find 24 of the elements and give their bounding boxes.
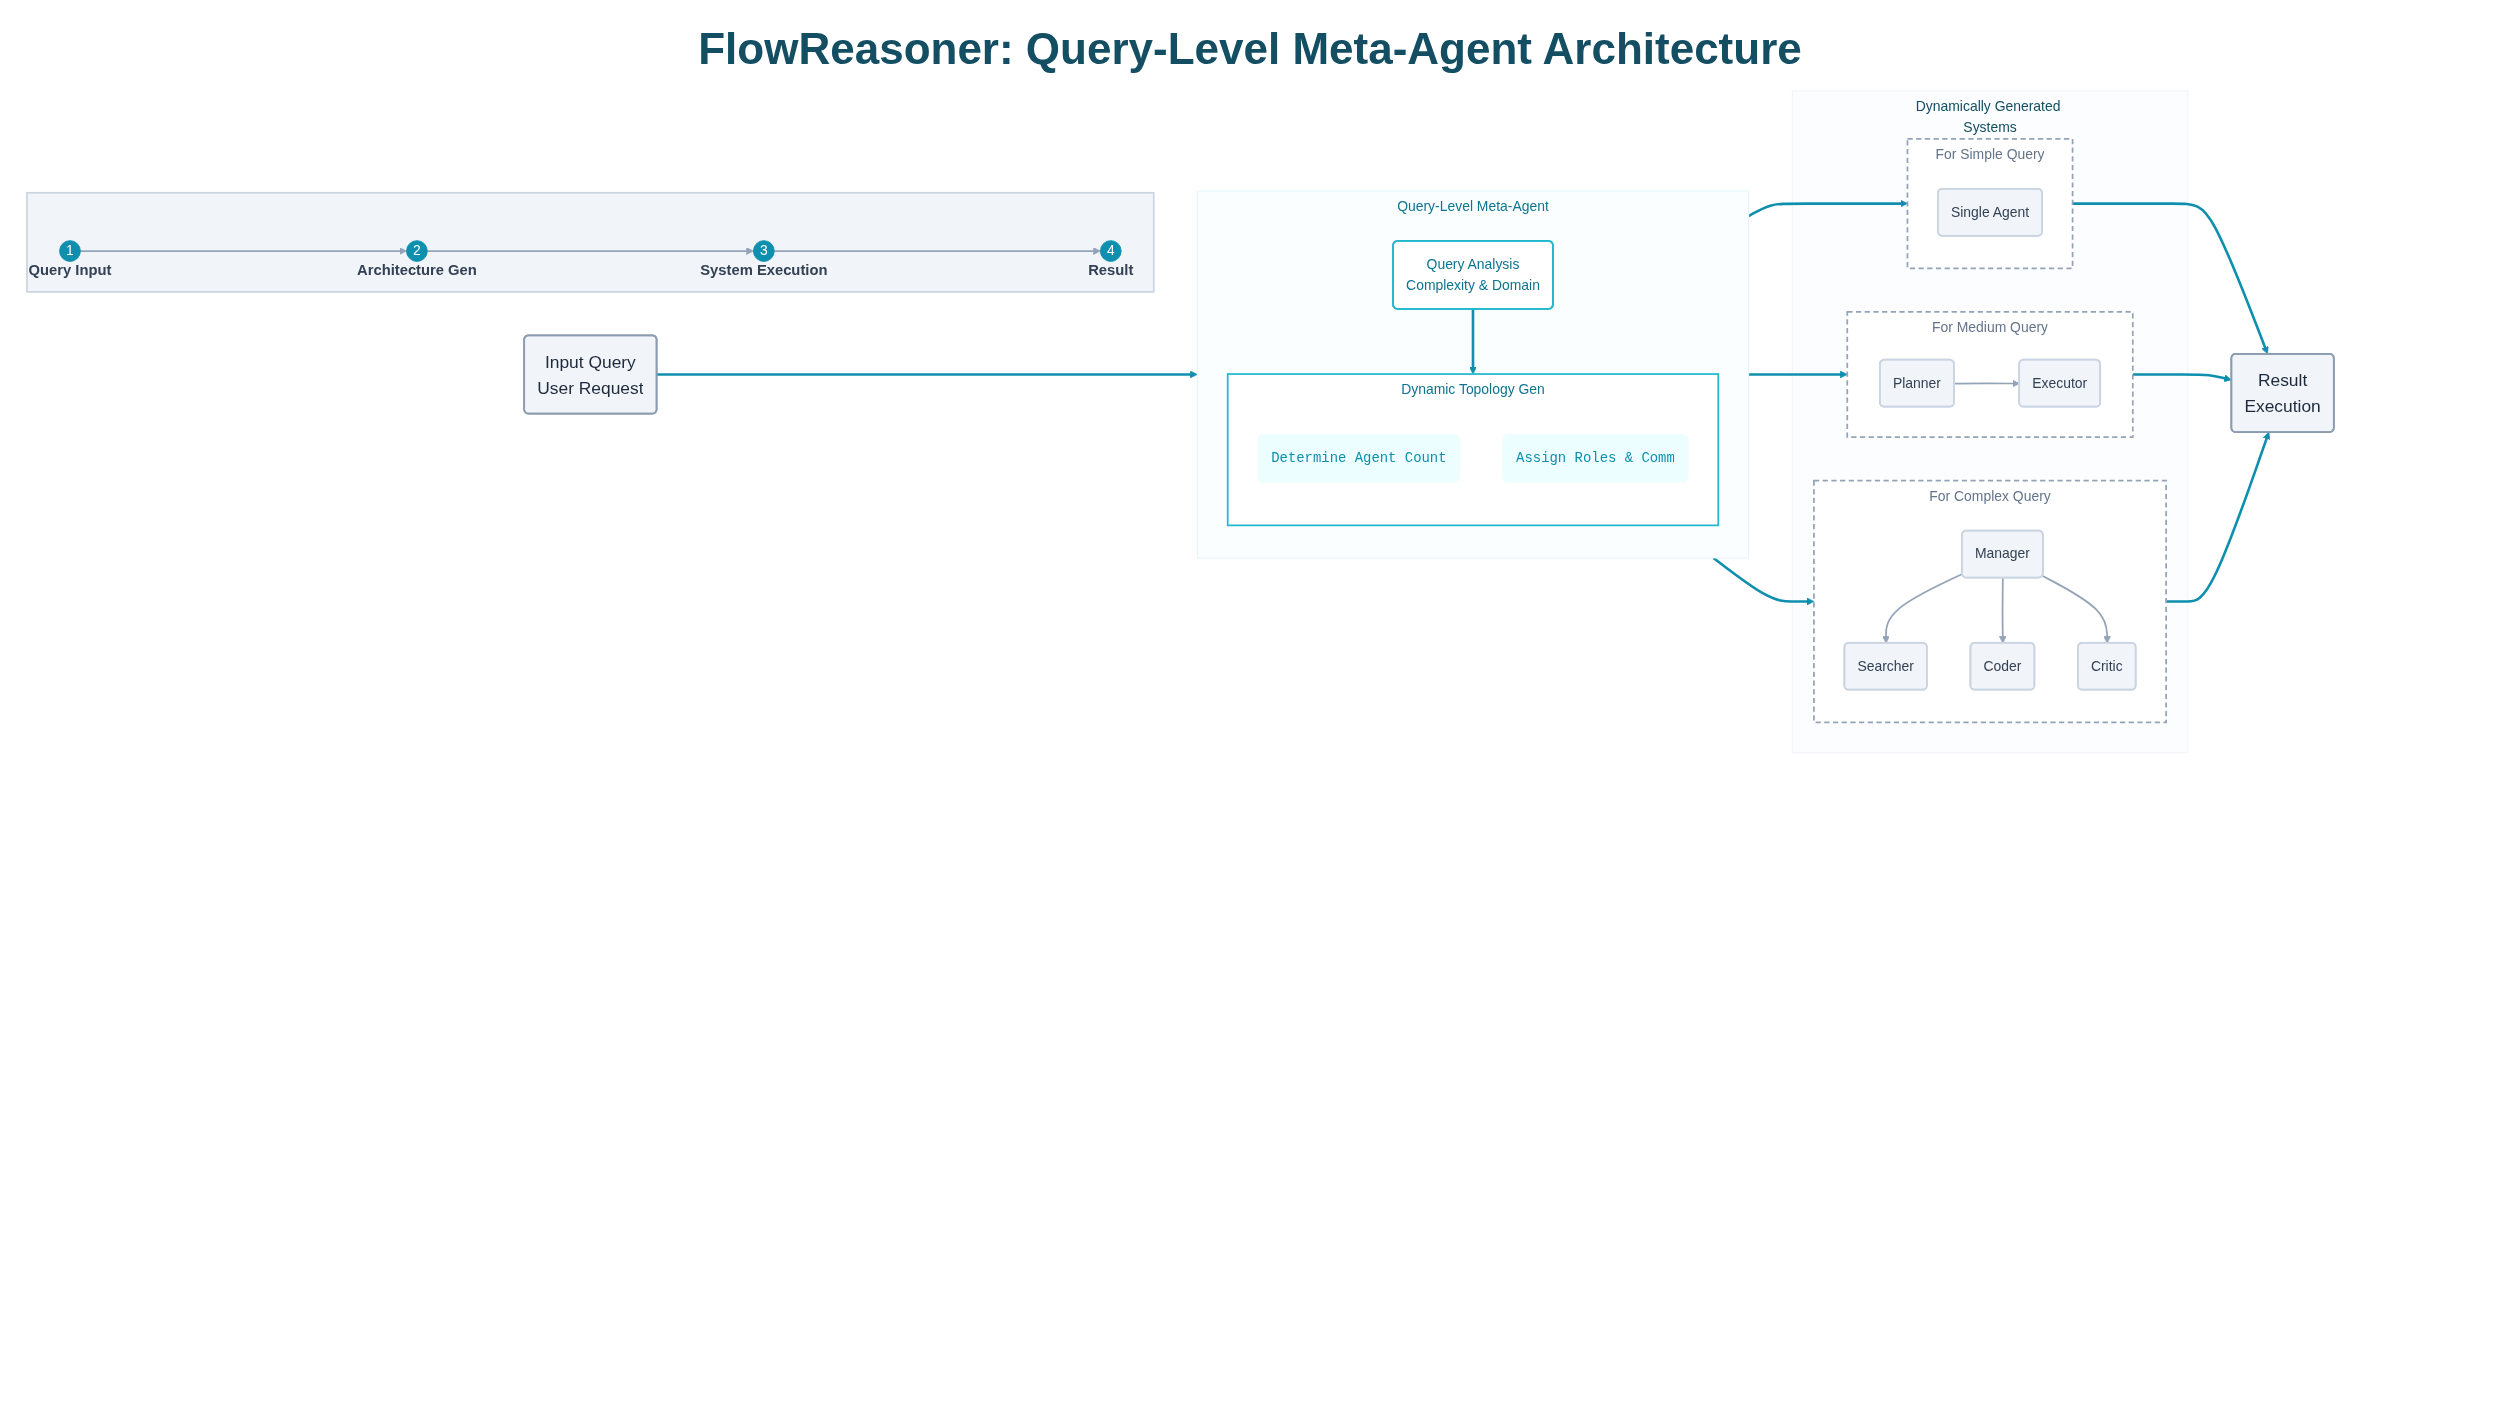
cluster [26, 191, 1155, 293]
arrow [1882, 573, 1964, 644]
arrow [426, 247, 754, 255]
arrow [1748, 370, 1848, 379]
node-circle: 4 [1099, 240, 1122, 262]
step-label: Result [1088, 262, 1134, 279]
step-label: Architecture Gen [357, 262, 477, 279]
arrow [1998, 577, 2007, 644]
arrow [2132, 373, 2232, 382]
arrow [1953, 379, 2020, 388]
step-label: System Execution [700, 262, 828, 279]
arrow [1469, 308, 1477, 375]
arrow [2166, 431, 2271, 603]
arrow [773, 247, 1101, 255]
node-circle: 1 [59, 240, 81, 262]
step-label: Query Input [28, 262, 112, 279]
arrow [79, 247, 407, 255]
arrow [2072, 202, 2269, 355]
diagram-title: FlowReasoner: Query-Level Meta-Agent Architecture [697, 24, 1803, 74]
arrow [2041, 575, 2111, 644]
arrow [656, 370, 1198, 379]
node-circle: 3 [753, 240, 775, 262]
arrow [1748, 199, 1908, 218]
node-circle: 2 [406, 240, 428, 262]
